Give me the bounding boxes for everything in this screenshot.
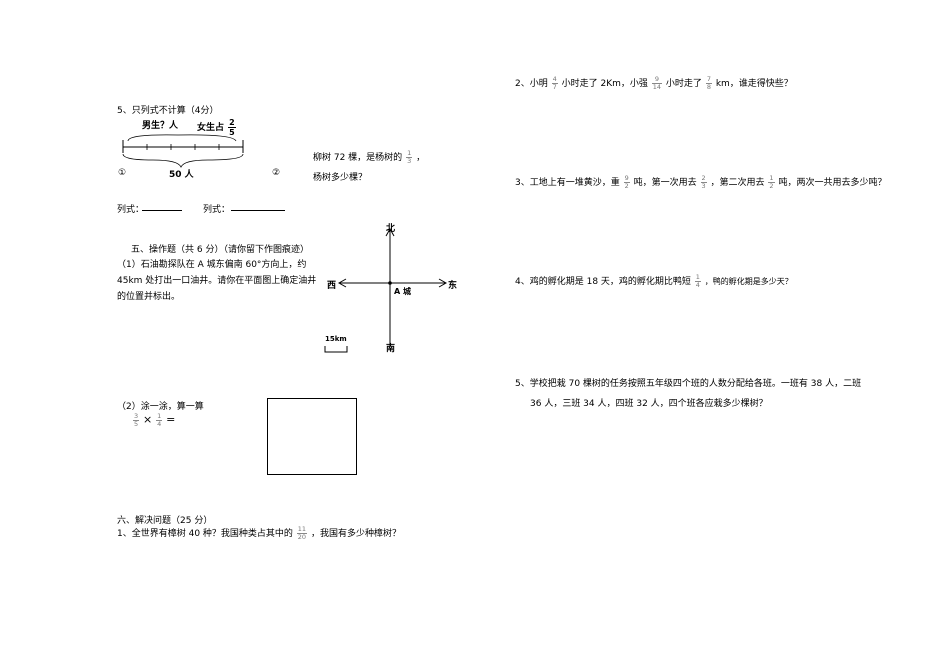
girls-label: 女生占 2 5	[197, 118, 237, 137]
formula2-label: 列式：	[203, 205, 231, 215]
sec6-q1-text-b: ，我国有多少种樟树？	[310, 529, 401, 539]
sec6-title: 六、解决问题（25 分）	[117, 516, 213, 526]
drawing-square[interactable]	[267, 398, 357, 475]
circle-1: ①	[118, 168, 127, 178]
p2-equals: =	[166, 413, 176, 426]
compass-scale: 15km	[325, 335, 347, 343]
compass-east: 东	[448, 281, 458, 291]
willow-text-b: ，	[416, 153, 426, 163]
right-q4-a: 4、鸡的孵化期是 18 天，鸡的孵化期比鸭短	[515, 277, 691, 287]
right-q2-b: 小时走了 2Km，小强	[561, 79, 648, 89]
willow-question-line2: 杨树多少棵？	[313, 173, 368, 183]
right-q5-line1: 5、学校把栽 70 棵树的任务按照五年级四个班的人数分配给各班。一班有 38 人…	[515, 379, 862, 389]
compass-center: A 城	[394, 287, 411, 296]
p2-fraction-1: 3 5	[133, 412, 140, 428]
willow-text-a: 柳树 72 棵，是杨树的	[313, 153, 403, 163]
formula1-label: 列式：	[117, 205, 145, 215]
right-q3-b: 吨，第一次用去	[633, 178, 697, 188]
right-q3-a: 3、工地上有一堆黄沙，重	[515, 178, 620, 188]
sec6-q1-text-a: 1、全世界有樟树 40 种？我国种类占其中的	[117, 529, 293, 539]
sec5-p1-line1: （1）石油勘探队在 A 城东偏南 60°方向上，约	[117, 260, 307, 270]
total-label: 50 人	[169, 170, 194, 180]
right-q2-d: km，谁走得快些？	[715, 79, 793, 89]
sec5-p1-line2: 45km 处打出一口油井。请你在平面图上确定油井	[117, 276, 317, 286]
p2-fraction-2: 1 4	[156, 412, 163, 428]
right-q2-a: 2、小明	[515, 79, 548, 89]
sec5-p2-title: （2）涂一涂，算一算	[117, 402, 204, 412]
willow-fraction: 1 3	[406, 149, 413, 165]
willow-question-line1: 柳树 72 棵，是杨树的 1 3 ，	[313, 150, 425, 165]
q5-title: 5、只列式不计算（4分）	[117, 106, 219, 116]
right-q5-line2: 36 人，三班 34 人，四班 32 人，四个班各应栽多少棵树？	[530, 399, 768, 409]
sec6-q1-fraction: 11 20	[296, 525, 308, 541]
compass-south: 南	[386, 344, 396, 354]
p2-times: ×	[143, 413, 153, 426]
sec5-p1-line3: 的位置并标出。	[117, 292, 181, 302]
sec6-q1: 1、全世界有樟树 40 种？我国种类占其中的 11 20 ，我国有多少种樟树？	[117, 526, 401, 541]
girls-label-text: 女生占	[197, 123, 225, 133]
right-q2-c: 小时走了	[665, 79, 702, 89]
boys-label: 男生？人	[142, 121, 179, 131]
circle-2: ②	[272, 168, 281, 178]
compass-diagram[interactable]	[320, 220, 460, 360]
segment-diagram	[122, 134, 244, 169]
sec5-p2-expression: 3 5 × 1 4 =	[132, 413, 175, 428]
sec5-title: 五、操作题（共 6 分）（请你留下作图痕迹）	[131, 245, 309, 255]
girls-fraction: 2 5	[228, 118, 236, 137]
right-q4-b: ，鸭的孵化期是多少天？	[704, 277, 793, 286]
compass-west: 西	[327, 281, 337, 291]
compass-north: 北	[386, 224, 396, 234]
right-q3-c: ，第二次用去	[710, 178, 765, 188]
right-q3-d: 吨，两次一共用去多少吨？	[778, 178, 887, 188]
formula1-blank[interactable]	[142, 210, 182, 211]
formula2-blank[interactable]	[231, 210, 285, 211]
